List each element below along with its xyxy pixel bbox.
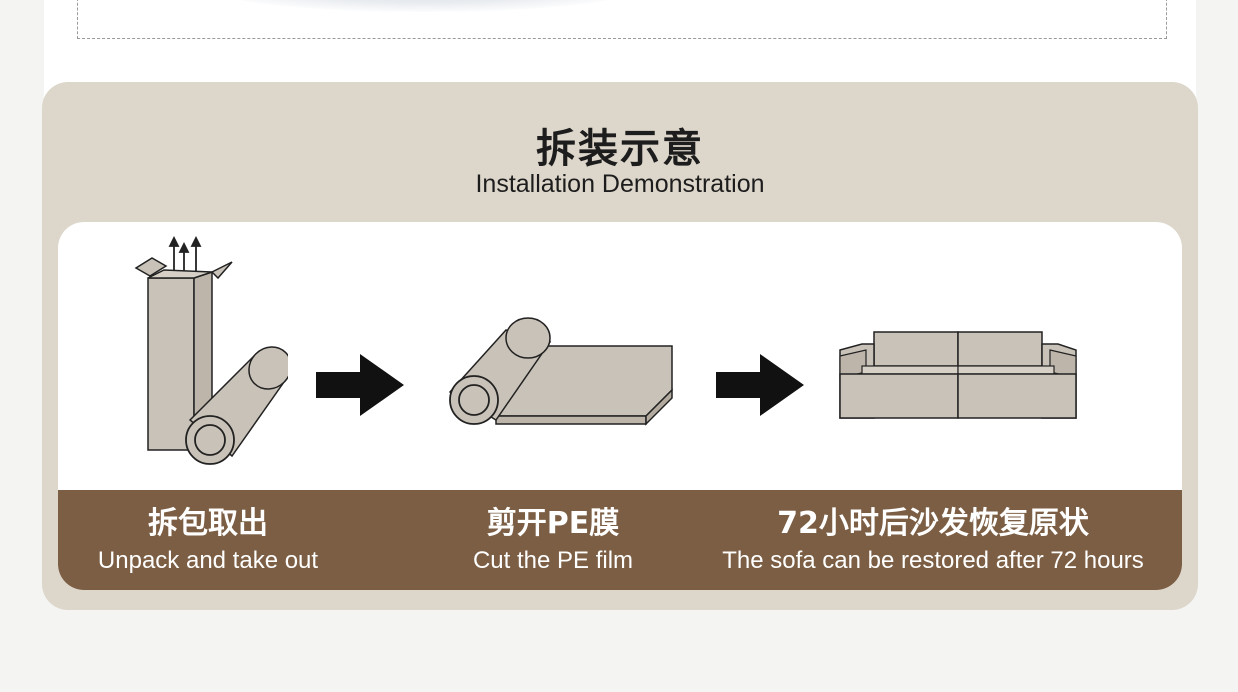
step-unpack: 拆包取出 Unpack and take out [58, 490, 358, 576]
film-roll-icon [448, 317, 673, 426]
sofa-icon [839, 331, 1077, 419]
box-unpack-icon [134, 236, 288, 465]
step-label-en: The sofa can be restored after 72 hours [722, 547, 1144, 574]
step-label-en: Unpack and take out [97, 547, 319, 574]
step-restore: 72小时后沙发恢复原状 The sofa can be restored aft… [688, 490, 1178, 576]
section-title-en: Installation Demonstration [475, 170, 765, 198]
installation-panel: 拆装示意 Installation Demonstration [42, 82, 1198, 610]
step-cut-film: 剪开PE膜 Cut the PE film [408, 490, 698, 576]
steps-card: 拆包取出 Unpack and take out 剪开PE膜 Cut the P… [58, 222, 1182, 590]
section-title-cn: 拆装示意 [536, 126, 704, 172]
step-label-cn: 72小时后沙发恢复原状 [777, 506, 1089, 541]
step-label-en: Cut the PE film [472, 547, 634, 574]
steps-caption-strip: 拆包取出 Unpack and take out 剪开PE膜 Cut the P… [58, 490, 1182, 590]
arrow-right-icon [716, 354, 804, 416]
dashed-frame [77, 0, 1167, 39]
step-label-cn: 剪开PE膜 [486, 506, 620, 541]
arrow-right-icon [316, 354, 404, 416]
step-label-cn: 拆包取出 [148, 506, 268, 541]
